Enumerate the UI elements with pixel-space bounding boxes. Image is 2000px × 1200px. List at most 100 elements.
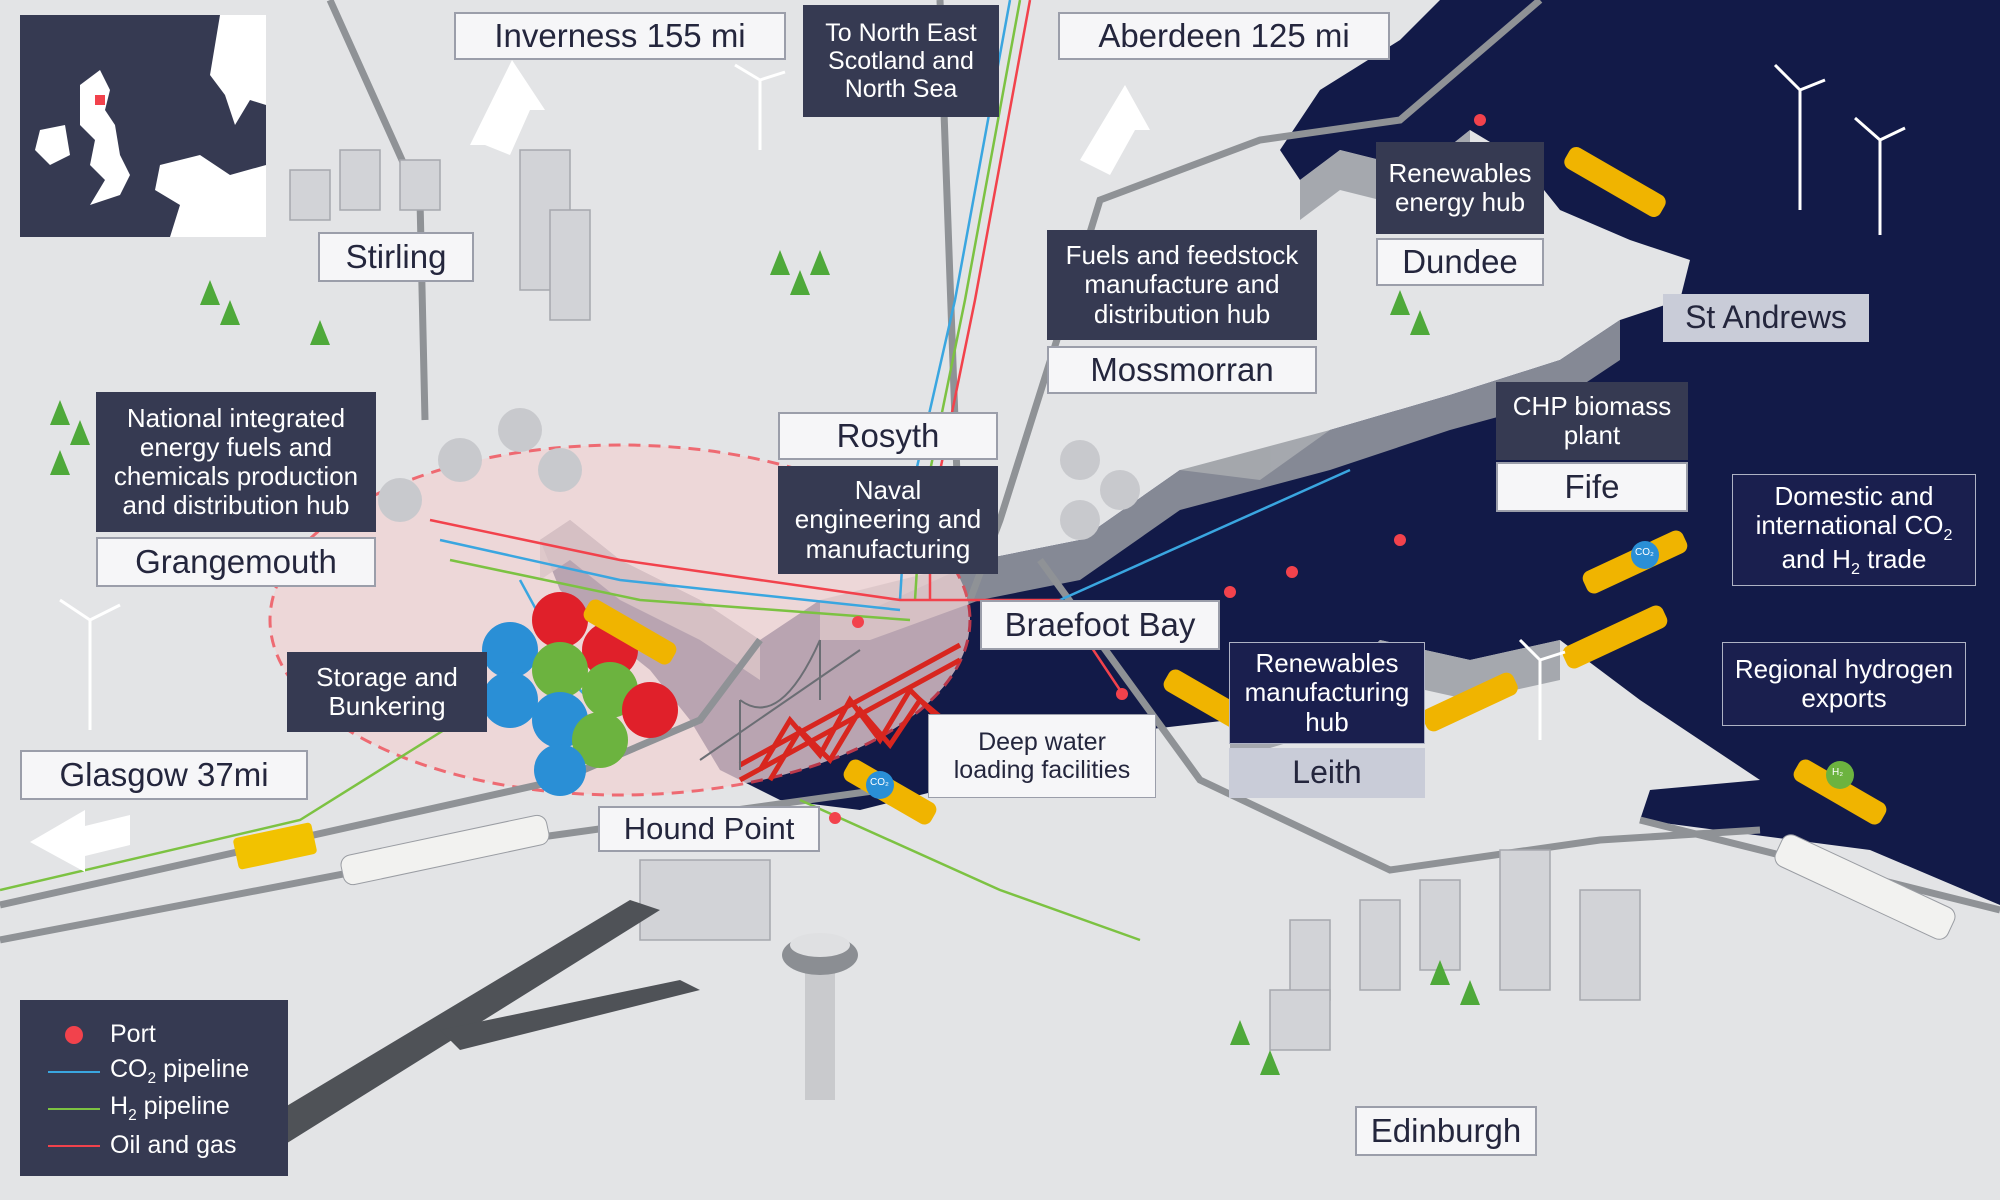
hound-point-label: Hound Point [598,806,820,852]
naval-line1: Naval [854,475,922,506]
train-and-lorry [233,814,1956,940]
fife-label: Fife [1496,462,1688,512]
hydrogen-exports-label: Regional hydrogen exports [1722,642,1966,726]
town-blocks [289,149,1641,1051]
deep-water-line1: Deep water [978,728,1106,756]
rosyth-label: Rosyth [778,412,998,460]
braefoot-bay-label: Braefoot Bay [980,600,1220,650]
legend-oil-gas: Oil and gas [38,1127,270,1164]
renewables-manufacturing-label: Renewables manufacturing hub [1229,642,1425,744]
naval-engineering-label: Naval engineering and manufacturing [778,466,998,574]
runway [230,900,700,1160]
inverness-name: Inverness [494,16,638,54]
trade-line3a: and H [1781,543,1851,574]
legend-h2-sub: 2 [128,1107,137,1124]
control-tower [782,933,858,1100]
legend-co2-sub: 2 [147,1070,157,1087]
renewables-energy-line2: energy hub [1394,187,1526,217]
trade-line2sub: 2 [1943,526,1953,545]
dundee-label: Dundee [1376,238,1544,286]
arrow-inverness-icon [470,60,545,155]
aberdeen-name: Aberdeen [1098,16,1242,54]
h2-line-icon [48,1107,100,1110]
legend-port-label: Port [110,1020,156,1048]
trade-line3sub: 2 [1850,559,1860,578]
storage-line2: Bunkering [328,691,446,721]
trade-line2a: international CO [1755,510,1944,541]
europe-shape [155,155,266,237]
ships [583,147,1887,825]
north-sea-line2: Scotland and [828,47,974,75]
legend-co2: CO2 pipeline [38,1053,270,1090]
domestic-trade-label: Domestic and international CO2 and H2 tr… [1732,474,1976,586]
forth-bridge [738,642,962,783]
uk-inset-svg [20,15,266,237]
legend: Port CO2 pipeline H2 pipeline Oil and ga… [20,1000,288,1176]
great-britain-shape [80,70,130,205]
renewables-mfg-line3: hub [1305,706,1349,737]
hydrogen-exports-line1: Regional hydrogen [1734,653,1954,684]
aberdeen-distance: 125 mi [1250,16,1350,54]
edinburgh-label: Edinburgh [1355,1106,1537,1156]
leith-label: Leith [1229,748,1425,798]
fuels-hub-label: Fuels and feedstock manufacture and dist… [1047,230,1317,340]
north-sea-line1: To North East [825,19,977,47]
st-andrews-label: St Andrews [1663,294,1869,342]
legend-co2-b: pipeline [156,1055,250,1083]
storage-line1: Storage and [316,661,458,692]
chp-line2: plant [1563,420,1621,450]
renewables-energy-hub-label: Renewables energy hub [1376,142,1544,234]
legend-port: Port [38,1016,270,1053]
fuels-hub-line2: manufacture and [1084,269,1280,300]
naval-line3: manufacturing [805,533,971,564]
port-markers [829,114,1486,824]
ship-h2-mark: H₂ [1832,767,1844,778]
legend-co2-a: CO [110,1055,148,1083]
port-dot-icon [65,1025,83,1044]
arrow-glasgow-icon [30,810,130,872]
co2-line-icon [48,1070,100,1073]
mossmorran-label: Mossmorran [1047,346,1317,394]
naval-line2: engineering and [794,504,982,535]
chp-biomass-label: CHP biomass plant [1496,382,1688,460]
ship-co2-mark-fife: CO₂ [1635,547,1654,558]
scotland-highlight-icon [95,95,105,105]
trees [50,250,1480,1075]
direction-arrows [30,60,1150,872]
ireland-shape [35,125,70,165]
oil-gas-line-icon [48,1144,100,1147]
scandinavia-shape [210,15,266,125]
renewables-energy-line1: Renewables [1388,157,1532,188]
storage-bunkering-label: Storage and Bunkering [287,652,487,732]
renewables-mfg-line2: manufacturing [1244,677,1410,708]
glasgow-name: Glasgow [59,755,188,793]
renewables-mfg-line1: Renewables [1255,648,1399,679]
legend-oil-gas-label: Oil and gas [110,1131,237,1159]
north-sea-line3: North Sea [844,75,958,103]
road-bridge [699,639,861,770]
deep-water-line2: loading facilities [953,756,1131,784]
grangemouth-label: Grangemouth [96,537,376,587]
wind-turbines [59,63,1906,740]
inverness-distance: 155 mi [646,16,746,54]
grangemouth-hub-label: National integrated energy fuels and che… [96,392,376,532]
legend-co2-label: CO2 pipeline [110,1055,249,1088]
trade-line3b: trade [1859,543,1927,574]
grangemouth-hub-line2: energy fuels and [139,431,333,462]
aberdeen-label: Aberdeen 125 mi [1058,12,1390,60]
inverness-label: Inverness 155 mi [454,12,786,60]
trade-line1: Domestic and [1774,481,1934,512]
legend-h2-a: H [110,1092,129,1120]
chp-line1: CHP biomass [1512,390,1672,421]
fuels-hub-line1: Fuels and feedstock [1065,240,1299,271]
legend-h2: H2 pipeline [38,1090,270,1127]
arrow-aberdeen-icon [1080,85,1150,175]
deep-water-label: Deep water loading facilities [928,714,1156,798]
uk-inset-map [20,15,266,237]
north-sea-label: To North East Scotland and North Sea [803,5,999,117]
legend-h2-label: H2 pipeline [110,1092,230,1125]
stirling-label: Stirling [318,232,474,282]
ship-co2-mark: CO₂ [870,777,889,788]
glasgow-distance: 37mi [197,755,269,793]
